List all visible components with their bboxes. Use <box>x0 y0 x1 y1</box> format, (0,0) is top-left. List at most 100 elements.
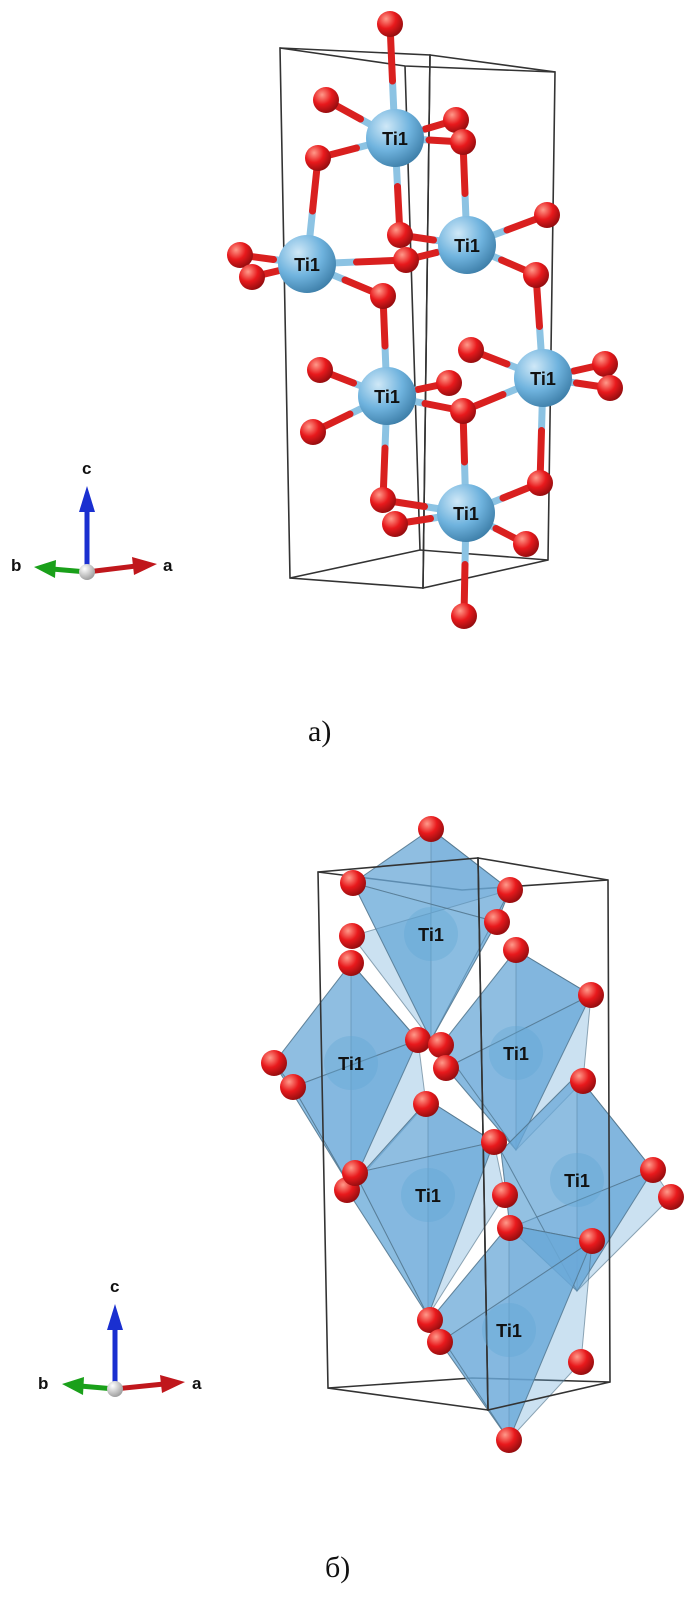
ti-atom-label: Ti1 <box>382 129 408 149</box>
o-atom-sphere-icon <box>413 1091 439 1117</box>
o-atom-sphere-icon <box>417 1307 443 1333</box>
o-atom-sphere-icon <box>405 1027 431 1053</box>
ti-atom-sphere-icon <box>550 1153 604 1207</box>
o-atom-sphere-icon <box>492 1182 518 1208</box>
tio6-octahedron-face <box>352 882 498 1042</box>
o-atom-sphere-icon <box>261 1050 287 1076</box>
ti-atom-sphere-icon <box>482 1303 536 1357</box>
o-atom-sphere-icon <box>570 1068 596 1094</box>
ti-atom-label: Ti1 <box>415 1186 441 1206</box>
ti-atom-sphere-icon <box>358 367 416 425</box>
o-atom-sphere-icon <box>497 877 523 903</box>
ti-atom-sphere-icon <box>437 484 495 542</box>
octahedra-b <box>273 827 672 1442</box>
o-atom-sphere-icon <box>534 202 560 228</box>
o-atom-sphere-icon <box>370 283 396 309</box>
o-atom-sphere-icon <box>339 923 365 949</box>
ti-atom-sphere-icon <box>489 1026 543 1080</box>
ti-atom-label: Ti1 <box>418 925 444 945</box>
o-atom-sphere-icon <box>227 242 253 268</box>
o-atom-sphere-icon <box>579 1228 605 1254</box>
o-atom-sphere-icon <box>484 909 510 935</box>
ti-atom-sphere-icon <box>404 907 458 961</box>
o-atom-sphere-icon <box>658 1184 684 1210</box>
ti-atom-label: Ti1 <box>496 1321 522 1341</box>
axis-origin-icon <box>79 564 95 580</box>
axis-label-c: c <box>110 1277 119 1296</box>
axis-label-a: a <box>163 556 173 575</box>
o-atom-sphere-icon <box>280 1074 306 1100</box>
ti-atom-label: Ti1 <box>338 1054 364 1074</box>
oxygen-atoms-b <box>261 816 684 1453</box>
oxygen-atoms-a <box>227 11 623 629</box>
c-axis-arrow-icon <box>107 1304 123 1330</box>
o-atom-sphere-icon <box>428 1032 454 1058</box>
o-atom-sphere-icon <box>338 950 364 976</box>
o-atom-sphere-icon <box>503 937 529 963</box>
ti-atom-sphere-icon <box>401 1168 455 1222</box>
ti-atom-label: Ti1 <box>453 504 479 524</box>
ti-atom-label: Ti1 <box>374 387 400 407</box>
o-atom-sphere-icon <box>578 982 604 1008</box>
o-atom-sphere-icon <box>307 357 333 383</box>
o-atom-sphere-icon <box>340 870 366 896</box>
o-atom-sphere-icon <box>443 107 469 133</box>
o-atom-sphere-icon <box>382 511 408 537</box>
a-axis-arrow-icon <box>132 557 157 575</box>
o-atom-sphere-icon <box>427 1329 453 1355</box>
b-axis-arrow-icon <box>34 560 56 578</box>
ti-atom-sphere-icon <box>278 235 336 293</box>
b-axis-arrow-icon <box>62 1377 84 1395</box>
ti-atom-sphere-icon <box>514 349 572 407</box>
o-atom-sphere-icon <box>342 1160 368 1186</box>
panel-caption-a: а) <box>308 715 331 748</box>
o-atom-sphere-icon <box>305 145 331 171</box>
axis-label-b: b <box>38 1374 48 1393</box>
axis-triad-a: c a b <box>11 459 173 580</box>
a-axis-arrow-icon <box>160 1375 185 1393</box>
axis-origin-icon <box>107 1381 123 1397</box>
o-atom-sphere-icon <box>370 487 396 513</box>
c-axis-arrow-icon <box>79 486 95 512</box>
axis-triad-b: c a b <box>38 1277 202 1397</box>
ti-atom-label: Ti1 <box>294 255 320 275</box>
ti-atom-label: Ti1 <box>503 1044 529 1064</box>
o-atom-sphere-icon <box>497 1215 523 1241</box>
o-atom-sphere-icon <box>377 11 403 37</box>
panel-caption-b: б) <box>325 1551 350 1584</box>
ti-atom-sphere-icon <box>438 216 496 274</box>
o-atom-sphere-icon <box>640 1157 666 1183</box>
ti-atom-sphere-icon <box>324 1036 378 1090</box>
o-atom-sphere-icon <box>458 337 484 363</box>
unit-cell-b-front <box>317 857 611 1412</box>
o-atom-sphere-icon <box>450 129 476 155</box>
axis-label-c: c <box>82 459 91 478</box>
o-atom-sphere-icon <box>451 603 477 629</box>
o-atom-sphere-icon <box>436 370 462 396</box>
ti-atom-label: Ti1 <box>564 1171 590 1191</box>
o-atom-sphere-icon <box>597 375 623 401</box>
axis-label-a: a <box>192 1374 202 1393</box>
ti-atom-label: Ti1 <box>454 236 480 256</box>
o-atom-sphere-icon <box>523 262 549 288</box>
o-atom-sphere-icon <box>387 222 413 248</box>
o-atom-sphere-icon <box>481 1129 507 1155</box>
o-atom-sphere-icon <box>418 816 444 842</box>
o-atom-sphere-icon <box>568 1349 594 1375</box>
o-atom-sphere-icon <box>239 264 265 290</box>
o-atom-sphere-icon <box>527 470 553 496</box>
ti-atom-label: Ti1 <box>530 369 556 389</box>
o-atom-sphere-icon <box>393 247 419 273</box>
o-atom-sphere-icon <box>313 87 339 113</box>
o-atom-sphere-icon <box>433 1055 459 1081</box>
axis-label-b: b <box>11 556 21 575</box>
o-atom-sphere-icon <box>592 351 618 377</box>
o-atom-sphere-icon <box>513 531 539 557</box>
o-atom-sphere-icon <box>300 419 326 445</box>
o-atom-sphere-icon <box>496 1427 522 1453</box>
